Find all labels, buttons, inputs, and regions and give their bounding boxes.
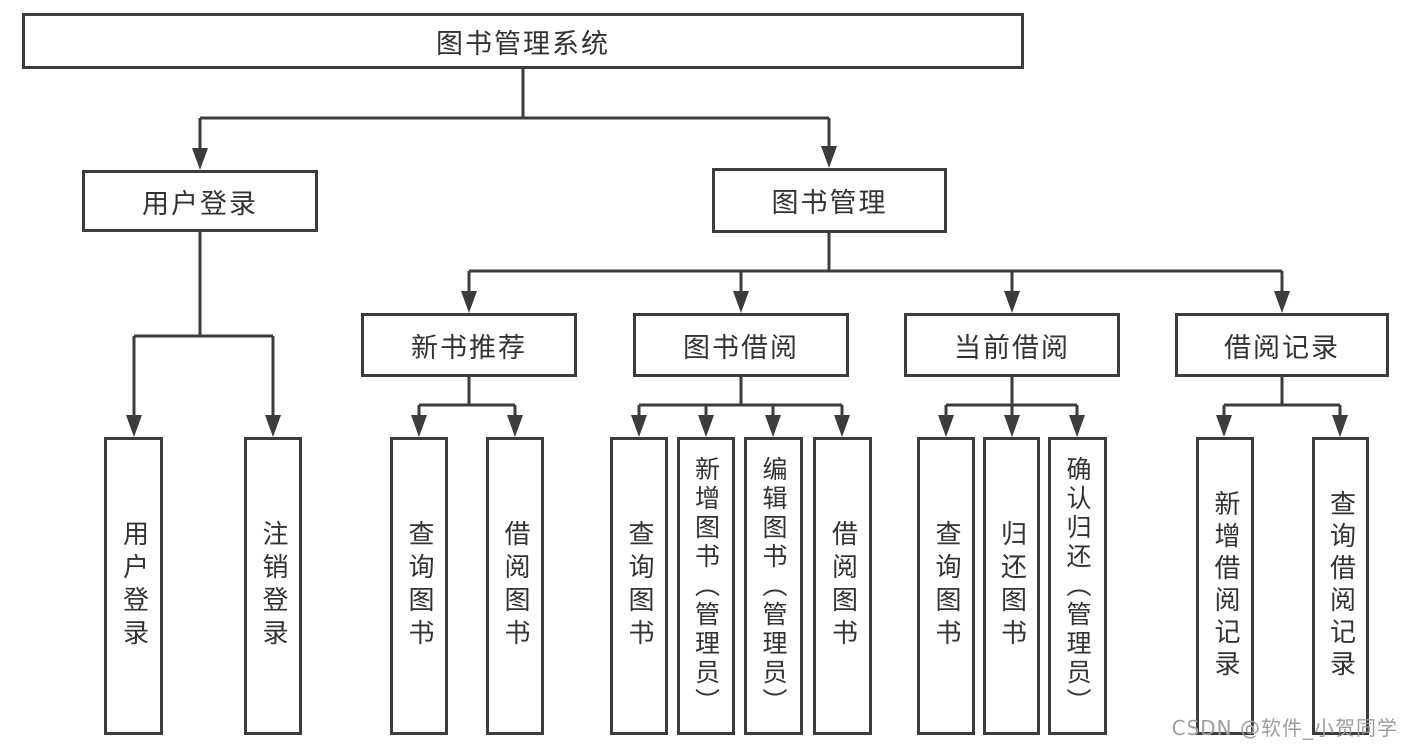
node-new-book-recommend: 新书推荐	[361, 313, 577, 377]
leaf-label: 查询借阅记录	[1325, 490, 1356, 682]
leaf-query-books-borrowing: 查询图书	[610, 437, 668, 735]
leaf-label: 新增图书（管理员）	[691, 455, 721, 717]
node-borrow-records: 借阅记录	[1175, 313, 1389, 377]
leaf-label: 借阅图书	[827, 520, 858, 652]
leaf-add-borrow-record: 新增借阅记录	[1196, 437, 1254, 735]
leaf-user-login: 用户登录	[104, 437, 163, 735]
node-system-root: 图书管理系统	[22, 13, 1024, 69]
leaf-borrow-books: 借阅图书	[813, 437, 872, 735]
leaf-label: 编辑图书（管理员）	[759, 455, 788, 717]
leaf-query-books-recommend: 查询图书	[390, 437, 448, 735]
leaf-query-borrow-record: 查询借阅记录	[1312, 437, 1369, 735]
arrowheads	[126, 146, 1348, 437]
leaf-label: 借阅图书	[500, 520, 530, 652]
leaf-label: 查询图书	[624, 520, 654, 652]
node-book-borrowing: 图书借阅	[633, 313, 849, 377]
leaf-return-books: 归还图书	[983, 437, 1040, 735]
leaf-label: 注销登录	[258, 520, 288, 652]
connector-borrow-records-split	[1222, 377, 1342, 421]
connector-book-mgmt-split	[467, 233, 1284, 297]
leaf-label: 确认归还（管理员）	[1063, 455, 1092, 717]
leaf-label: 新增借阅记录	[1210, 490, 1240, 682]
node-book-management: 图书管理	[712, 168, 947, 233]
connector-current-borrow-split	[944, 377, 1079, 421]
node-current-borrowing: 当前借阅	[904, 313, 1120, 377]
leaf-edit-books-admin: 编辑图书（管理员）	[744, 437, 803, 735]
connector-new-book-split	[417, 377, 517, 421]
leaf-label: 查询图书	[404, 520, 434, 652]
node-user-login: 用户登录	[82, 170, 318, 232]
connector-root-split	[198, 69, 831, 154]
leaf-add-books-admin: 新增图书（管理员）	[677, 437, 735, 735]
csdn-watermark: CSDN @软件_小贺同学	[1171, 716, 1398, 740]
connector-book-borrow-split	[637, 377, 844, 421]
leaf-logout: 注销登录	[244, 437, 302, 735]
leaf-label: 用户登录	[118, 520, 149, 652]
leaf-label: 查询图书	[931, 520, 961, 652]
leaf-confirm-return-admin: 确认归还（管理员）	[1048, 437, 1107, 735]
leaf-label: 归还图书	[996, 520, 1027, 652]
leaf-query-books-current: 查询图书	[917, 437, 975, 735]
leaf-borrow-books-recommend: 借阅图书	[486, 437, 544, 735]
connector-user-login-split	[132, 232, 275, 421]
